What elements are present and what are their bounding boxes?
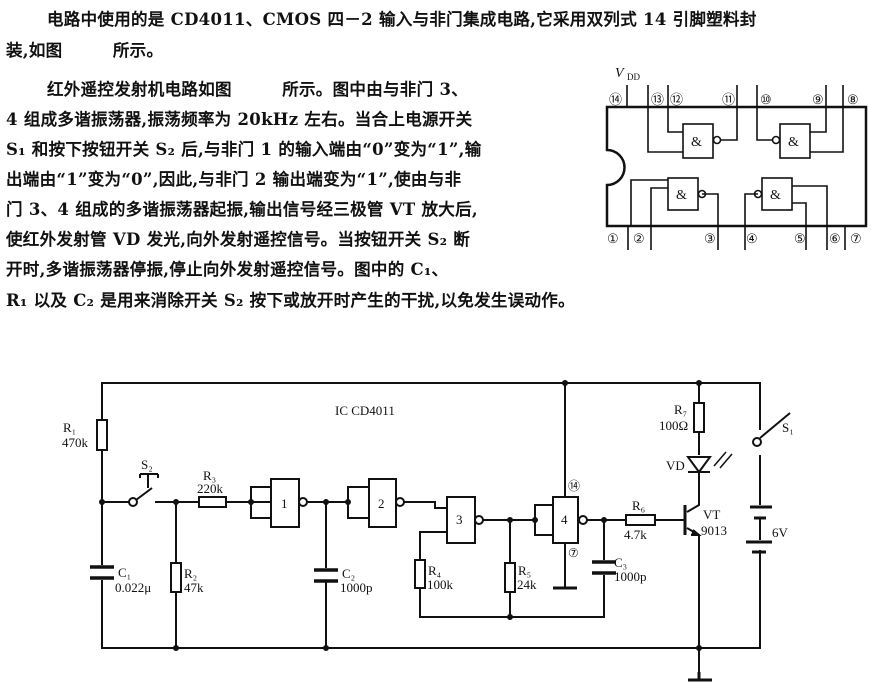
text-line: S₁ 和按下按钮开关 S₂ 后,与非门 1 的输入端由“0”变为“1”,输 <box>6 140 482 159</box>
gate-symbol: & <box>676 188 687 203</box>
pin-label: ⑪ <box>722 92 735 107</box>
text-line: 红外遥控发射机电路如图 所示。图中由与非门 3、 <box>47 80 469 99</box>
text-line: 装,如图 所示。 <box>6 41 164 60</box>
r2-value: 47k <box>184 580 204 595</box>
c2-value: 1000p <box>340 580 373 595</box>
pin-label: ⑭ <box>609 92 622 107</box>
s2-label: S₂ <box>141 457 153 472</box>
pin-label: ② <box>633 231 645 246</box>
text-line: 4 组成多谐振荡器,振荡频率为 20kHz 左右。当合上电源开关 <box>6 110 473 129</box>
c1-name: C₁ <box>118 565 131 580</box>
pin-label: ⑤ <box>794 231 806 246</box>
gate-number: 1 <box>281 496 288 511</box>
gate-bubble <box>712 135 722 145</box>
switch-s2[interactable] <box>128 473 159 507</box>
r6-value: 4.7k <box>624 527 647 542</box>
gate-symbol: & <box>788 135 799 150</box>
ground-symbols <box>553 586 712 682</box>
text-line: 门 3、4 组成的多谐振荡器起振,输出信号经三极管 VT 放大后, <box>6 200 478 219</box>
r6-name: R₆ <box>632 498 645 513</box>
nand-gates <box>270 478 588 544</box>
resistors <box>96 402 705 593</box>
pin-label: ⑨ <box>812 92 824 107</box>
transistor-vt <box>683 505 702 536</box>
gate-number: 2 <box>378 496 385 511</box>
pin-label: ⑥ <box>829 231 841 246</box>
c2-name: C₂ <box>342 566 355 581</box>
s1-label: S₁ <box>782 420 794 435</box>
gate-bubble <box>697 189 707 199</box>
pin7-label: ⑦ <box>568 546 579 560</box>
vdd-label: V <box>615 66 625 81</box>
switch-s1[interactable] <box>752 412 791 447</box>
pin-label: ③ <box>704 231 716 246</box>
ic-label: IC CD4011 <box>335 403 395 418</box>
r7-name: R₇ <box>674 402 687 417</box>
c3-name: C₃ <box>614 555 627 570</box>
pin-label: ⑧ <box>847 92 859 107</box>
text-line: 使红外发射管 VD 发光,向外发射遥控信号。当按钮开关 S₂ 断 <box>6 230 471 249</box>
r1-value: 470k <box>62 435 89 450</box>
text-line: 电路中使用的是 CD4011、CMOS 四－2 输入与非门集成电路,它采用双列式… <box>47 10 757 29</box>
r3-value: 220k <box>197 481 224 496</box>
pin-label: ⑦ <box>850 231 862 246</box>
c1-value: 0.022μ <box>115 580 151 595</box>
gate-symbol: & <box>691 135 702 150</box>
ic-package-outline <box>605 105 868 228</box>
text-line: R₁ 以及 C₂ 是用来消除开关 S₂ 按下或放开时产生的干扰,以免发生误动作。 <box>6 291 575 310</box>
gate-number: 4 <box>561 512 568 527</box>
vt-value: 9013 <box>701 523 727 538</box>
gate-bubble <box>771 135 781 145</box>
battery-icon <box>746 505 772 554</box>
pin-label: ⑫ <box>670 92 683 107</box>
pin-label: ① <box>607 231 619 246</box>
gate-bubble <box>753 189 763 199</box>
r3-name: R₃ <box>203 468 216 483</box>
junction-dots <box>99 380 702 651</box>
c3-value: 1000p <box>614 569 647 584</box>
gate-symbol: & <box>770 188 781 203</box>
gate-number: 3 <box>456 512 463 527</box>
capacitors <box>90 560 616 583</box>
text-line: 出端由“1”变为“0”,因此,与非门 2 输出端变为“1”,使由与非 <box>6 170 462 189</box>
r1-name: R₁ <box>63 420 76 435</box>
r4-value: 100k <box>427 577 454 592</box>
led-vd <box>686 451 733 474</box>
vd-label: VD <box>666 458 685 473</box>
r4-name: R₄ <box>428 563 442 578</box>
r2-name: R₂ <box>184 566 197 581</box>
pin-label: ⑩ <box>760 92 772 107</box>
vt-label: VT <box>703 507 720 522</box>
pin-label: ④ <box>746 231 758 246</box>
text-line: 开时,多谐振荡器停振,停止向外发射遥控信号。图中的 C₁、 <box>6 260 449 279</box>
pin-label: ⑬ <box>651 92 664 107</box>
r7-value: 100Ω <box>659 418 688 433</box>
r5-value: 24k <box>517 577 537 592</box>
r5-name: R₅ <box>518 563 531 578</box>
battery-label: 6V <box>772 525 789 540</box>
vdd-sub: DD <box>627 72 640 82</box>
pin14-label: ⑭ <box>568 479 580 493</box>
